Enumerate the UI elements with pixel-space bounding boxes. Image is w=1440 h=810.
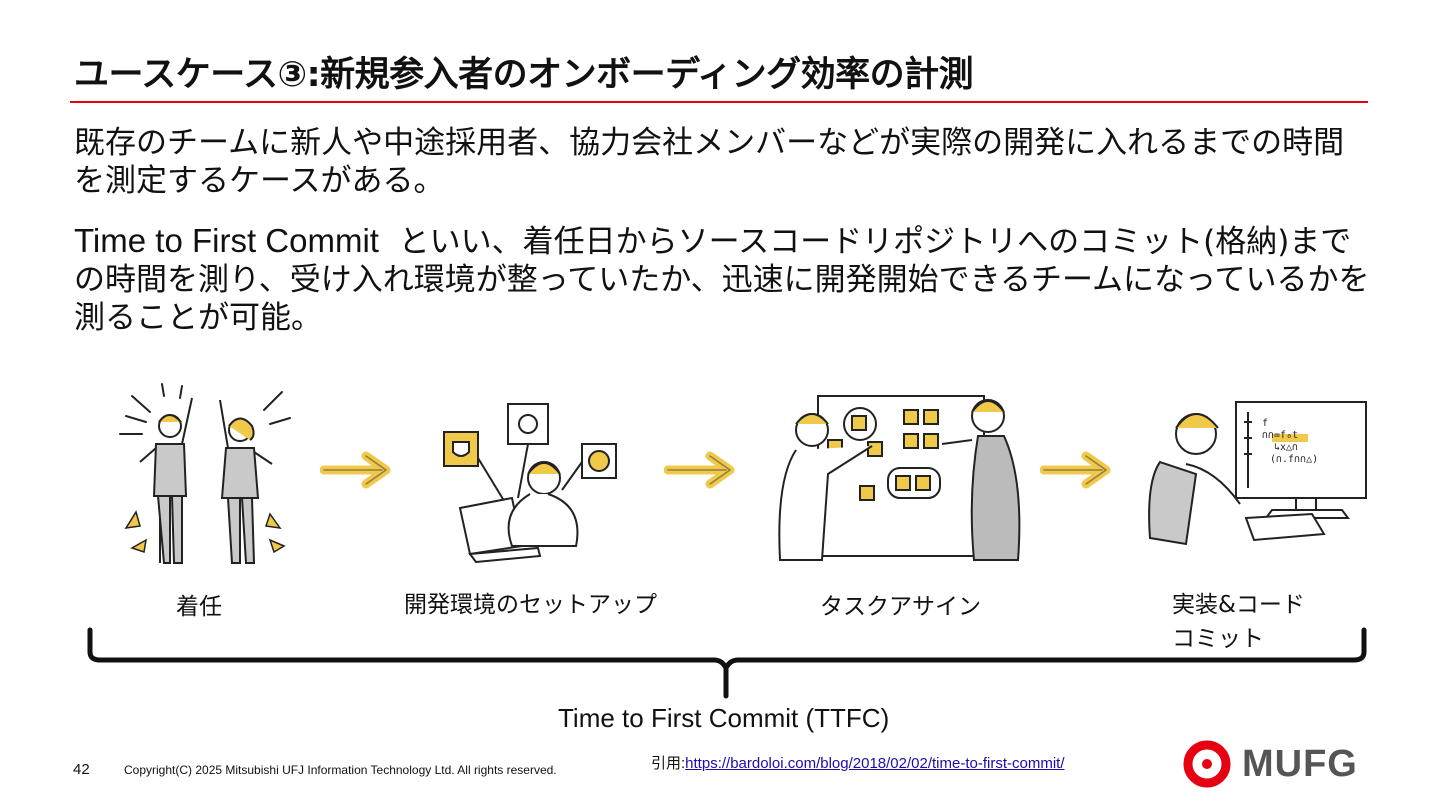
step-label-commit: 実装&コード コミット	[1172, 588, 1305, 656]
ttfc-label: Time to First Commit (TTFC)	[558, 703, 890, 733]
paragraph-intro: 既存のチームに新人や中途採用者、協力会社メンバーなどが実際の開発に入れるまでの時…	[74, 125, 1345, 199]
citation: 引用:https://bardoloi.com/blog/2018/02/02/…	[651, 752, 1065, 773]
copyright-notice: Copyright(C) 2025 Mitsubishi UFJ Informa…	[124, 763, 557, 777]
title-underline	[70, 101, 1368, 103]
laptop-setup-icon	[443, 403, 617, 563]
logo-wordmark: MUFG	[1242, 742, 1358, 785]
ttfc-brace	[87, 627, 1367, 699]
task-board-icon	[778, 395, 1021, 561]
arrow-right-icon	[1040, 451, 1111, 489]
step-label-commit-line1: 実装&コード	[1172, 592, 1305, 618]
slide-title: ユースケース③:新規参入者のオンボーディング効率の計測	[74, 55, 974, 95]
step-label-commit-line2: コミット	[1172, 626, 1264, 652]
citation-prefix: 引用:	[651, 755, 686, 772]
paragraph-ttfc: Time to First Commit といい、着任日からソースコードリポジト…	[74, 222, 1374, 337]
citation-link[interactable]: https://bardoloi.com/blog/2018/02/02/tim…	[685, 755, 1065, 772]
arrow-right-icon	[320, 451, 391, 489]
svg-text:(∩.f∩∩△): (∩.f∩∩△)	[1270, 454, 1318, 465]
arrow-right-icon	[664, 451, 735, 489]
ttfc-term: Time to First Commit	[74, 222, 379, 259]
svg-text:∩∩=f₀t: ∩∩=f₀t	[1262, 430, 1298, 441]
mufg-logo: MUFG	[1182, 739, 1358, 789]
step-label-task-assign: タスクアサイン	[820, 594, 981, 620]
page-number: 42	[73, 761, 90, 778]
step-label-env-setup: 開発環境のセットアップ	[404, 592, 657, 618]
mufg-ring-icon	[1183, 740, 1231, 788]
coding-monitor-icon: f ∩∩=f₀t ↳x△∩ (∩.f∩∩△)	[1148, 401, 1367, 546]
ttfc-description: といい、着任日からソースコードリポジトリへのコミット(格納)までの時間を測り、受…	[74, 224, 1370, 336]
svg-text:↳x△∩: ↳x△∩	[1274, 442, 1298, 453]
celebrating-people-icon	[119, 383, 291, 564]
svg-text:f: f	[1262, 418, 1268, 429]
step-label-onboard: 着任	[176, 594, 222, 620]
